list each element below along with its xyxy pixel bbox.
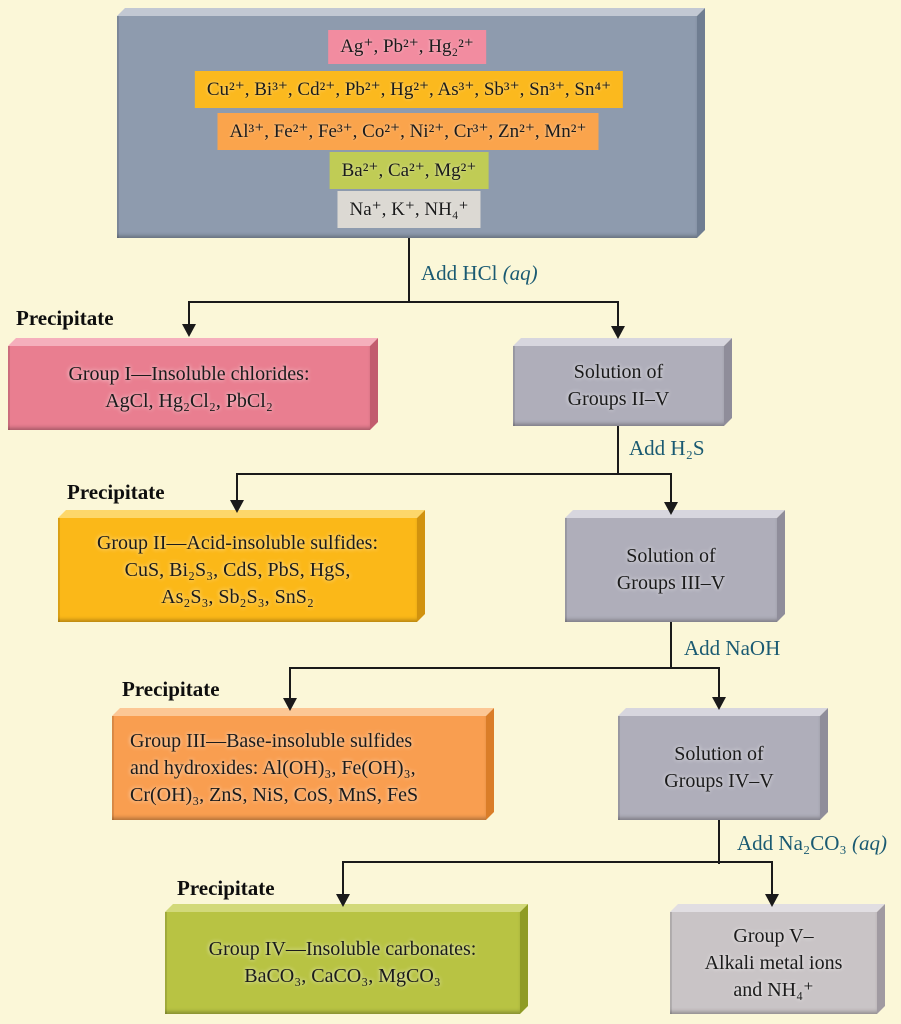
connector-step3-left-drop xyxy=(289,667,291,699)
box-text-line: Solution of xyxy=(674,743,764,765)
box-text-line: AgCl, Hg₂Cl₂, PbCl₂ xyxy=(105,390,273,412)
connector-step2-left-drop xyxy=(236,473,238,501)
precipitate-label-3: Precipitate xyxy=(122,677,220,701)
reagent-label-step1: Add HCl (aq) xyxy=(421,261,538,286)
reagent-text: Add Na₂CO₃ xyxy=(737,831,847,855)
arrow-down-icon xyxy=(230,500,244,513)
solution-groups-4-5-box: Solution of Groups IV–V xyxy=(618,716,820,820)
group4-precipitate-box: Group IV—Insoluble carbonates: BaCO₃, Ca… xyxy=(165,912,520,1014)
reagent-text: Add NaOH xyxy=(684,636,781,660)
arrow-down-icon xyxy=(182,324,196,337)
precipitate-label-4: Precipitate xyxy=(177,876,275,900)
group2-precipitate-box: Group II—Acid-insoluble sulfides: CuS, B… xyxy=(58,518,417,622)
box-text-line: Groups II–V xyxy=(567,388,670,410)
connector-step1-right-drop xyxy=(617,301,619,327)
reagent-text: Add H₂S xyxy=(629,436,705,460)
group1-precipitate-box: Group I—Insoluble chlorides: AgCl, Hg₂Cl… xyxy=(8,346,370,430)
box-text-line: and NH₄⁺ xyxy=(733,978,814,1001)
group5-solution-box: Group V– Alkali metal ions and NH₄⁺ xyxy=(670,912,877,1014)
arrow-down-icon xyxy=(712,697,726,710)
box-text-line: Group III—Base-insoluble sulfides xyxy=(130,729,413,752)
connector-step4-right-drop xyxy=(771,861,773,895)
connector-step1-branch xyxy=(188,301,619,303)
connector-step3-stem xyxy=(670,622,672,669)
reagent-label-step4: Add Na₂CO₃ (aq) xyxy=(737,831,887,856)
solution-groups-3-5-box: Solution of Groups III–V xyxy=(565,518,777,622)
connector-step4-left-drop xyxy=(342,861,344,895)
arrow-down-icon xyxy=(283,698,297,711)
arrow-down-icon xyxy=(611,326,625,339)
group3-precipitate-box: Group III—Base-insoluble sulfides and hy… xyxy=(112,716,486,820)
connector-step3-right-drop xyxy=(718,667,720,698)
solution-groups-2-5-box: Solution of Groups II–V xyxy=(513,346,724,426)
box-text-line: Solution of xyxy=(626,545,716,567)
box-text-line: BaCO₃, CaCO₃, MgCO₃ xyxy=(244,965,441,987)
connector-step1-left-drop xyxy=(188,301,190,325)
precipitate-label-1: Precipitate xyxy=(16,306,114,330)
box-text-line: Groups III–V xyxy=(616,572,726,594)
strip-group4-ions: Ba²⁺, Ca²⁺, Mg²⁺ xyxy=(329,152,489,189)
strip-group1-ions: Ag⁺, Pb²⁺, Hg₂²⁺ xyxy=(328,30,486,64)
box-text-line: As₂S₃, Sb₂S₃, SnS₂ xyxy=(161,585,314,608)
arrow-down-icon xyxy=(765,894,779,907)
box-text-line: Group V– xyxy=(733,924,814,947)
connector-step2-stem xyxy=(617,426,619,475)
connector-step4-stem xyxy=(718,820,720,864)
box-text-line: Group II—Acid-insoluble sulfides: xyxy=(96,531,379,554)
reagent-aq-text: (aq) xyxy=(497,261,538,285)
box-text-line: CuS, Bi₂S₃, CdS, PbS, HgS, xyxy=(124,558,351,581)
arrow-down-icon xyxy=(664,502,678,515)
box-text-line: Groups IV–V xyxy=(664,770,774,792)
box-text-line: Cr(OH)₃, ZnS, NiS, CoS, MnS, FeS xyxy=(130,783,419,806)
box-text-line: Group I—Insoluble chlorides: xyxy=(68,363,310,385)
box-text-line: Alkali metal ions xyxy=(704,951,843,974)
strip-group5-ions: Na⁺, K⁺, NH₄⁺ xyxy=(337,191,481,228)
reagent-aq-text: (aq) xyxy=(846,831,887,855)
strip-group3-ions: Al³⁺, Fe²⁺, Fe³⁺, Co²⁺, Ni²⁺, Cr³⁺, Zn²⁺… xyxy=(217,113,599,150)
reagent-label-step3: Add NaOH xyxy=(684,636,780,661)
connector-step4-branch xyxy=(342,861,773,863)
box-text-line: Solution of xyxy=(573,361,664,383)
box-text-line: and hydroxides: Al(OH)₃, Fe(OH)₃, xyxy=(130,756,416,779)
connector-step1-stem xyxy=(408,238,410,303)
connector-step3-branch xyxy=(289,667,720,669)
connector-step2-branch xyxy=(236,473,672,475)
arrow-down-icon xyxy=(336,894,350,907)
reagent-text: Add HCl xyxy=(421,261,498,285)
box-text-line: Group IV—Insoluble carbonates: xyxy=(208,938,477,960)
connector-step2-right-drop xyxy=(670,473,672,503)
precipitate-label-2: Precipitate xyxy=(67,480,165,504)
strip-group2-ions: Cu²⁺, Bi³⁺, Cd²⁺, Pb²⁺, Hg²⁺, As³⁺, Sb³⁺… xyxy=(194,71,624,108)
reagent-label-step2: Add H₂S xyxy=(629,436,705,461)
